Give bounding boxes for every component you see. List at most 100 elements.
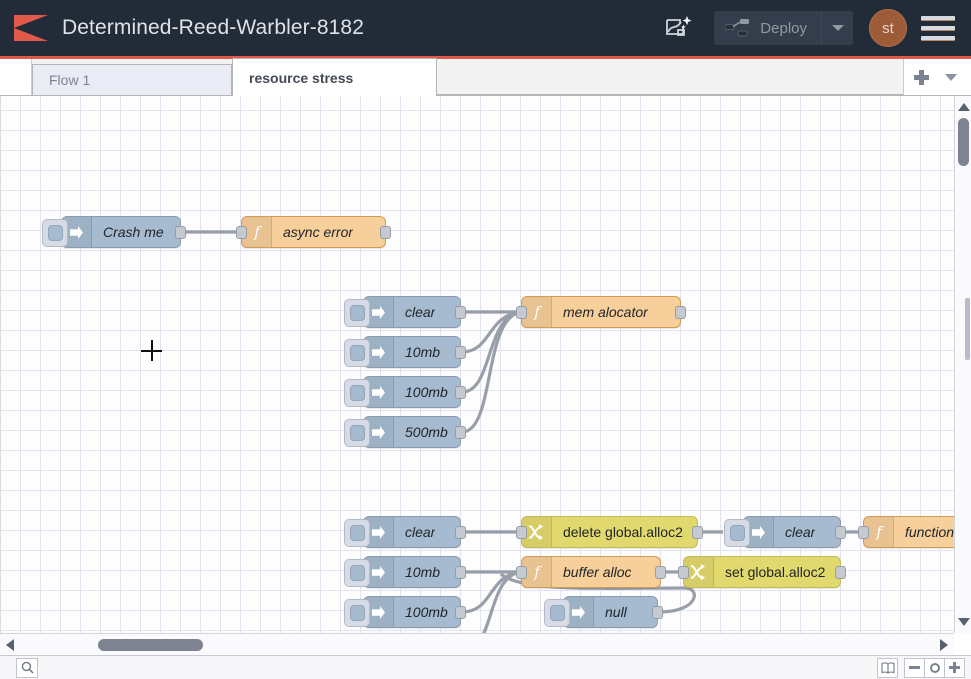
node-function-buffer-alloc[interactable]: f buffer alloc [521,556,661,588]
inject-trigger-button[interactable] [724,519,750,547]
input-port[interactable] [516,526,527,539]
deploy-label: Deploy [760,20,807,37]
node-label: async error [272,224,353,240]
app-header: Determined-Reed-Warbler-8182 Deploy [0,0,971,59]
node-function-mem-alocator[interactable]: f mem alocator [521,296,681,328]
tab-flow-1[interactable]: Flow 1 [32,64,232,95]
output-port[interactable] [175,226,186,239]
search-icon[interactable] [16,658,38,678]
node-label: 10mb [394,344,440,360]
navigator-map-icon[interactable] [877,658,898,678]
node-inject-crash-me[interactable]: Crash me [61,216,181,248]
node-label: clear [394,524,435,540]
flow-sparkle-icon[interactable] [656,7,700,49]
node-inject-10mb-1[interactable]: 10mb [363,336,461,368]
node-label: mem alocator [552,304,648,320]
deploy-nodes-icon [725,18,751,38]
inject-trigger-button[interactable] [344,419,370,447]
inject-trigger-button[interactable] [344,559,370,587]
node-inject-10mb-2[interactable]: 10mb [363,556,461,588]
output-port[interactable] [655,566,666,579]
avatar[interactable]: st [869,9,907,47]
inject-trigger-button[interactable] [42,219,68,247]
svg-text:f: f [533,563,542,581]
horizontal-scrollbar[interactable] [0,633,954,655]
node-inject-null[interactable]: null [563,596,658,628]
hamburger-menu-icon[interactable] [921,16,955,41]
flow-tab-bar: Flow 1 resource stress [0,59,971,96]
inject-trigger-button[interactable] [344,599,370,627]
output-port[interactable] [835,566,846,579]
header-actions: Deploy st [656,7,971,49]
output-port[interactable] [455,426,466,439]
vertical-scrollbar-thumb[interactable] [958,118,969,166]
output-port[interactable] [455,606,466,619]
tab-label: Flow 1 [49,72,90,88]
deploy-button[interactable]: Deploy [714,11,821,45]
node-inject-100mb-1[interactable]: 100mb [363,376,461,408]
node-inject-100mb-2[interactable]: 100mb [363,596,461,628]
node-inject-clear-3[interactable]: clear [743,516,841,548]
node-label: function [894,524,954,540]
input-port[interactable] [516,306,527,319]
node-function-async-error[interactable]: f async error [241,216,386,248]
svg-text:f: f [533,303,542,321]
status-bar [0,655,971,679]
output-port[interactable] [455,346,466,359]
node-label: clear [394,304,435,320]
input-port[interactable] [678,566,689,579]
tab-actions [903,59,971,95]
zoom-out-icon[interactable] [904,658,925,678]
output-port[interactable] [455,386,466,399]
chevron-down-icon [832,25,844,31]
node-inject-clear-2[interactable]: clear [363,516,461,548]
input-port[interactable] [236,226,247,239]
scroll-up-arrow-icon[interactable] [958,103,970,111]
add-flow-icon[interactable] [914,70,929,85]
node-change-delete-global-alloc2[interactable]: delete global.alloc2 [521,516,698,548]
node-label: 100mb [394,384,448,400]
output-port[interactable] [455,566,466,579]
input-port[interactable] [858,526,869,539]
inject-trigger-button[interactable] [344,519,370,547]
page-title: Determined-Reed-Warbler-8182 [62,16,364,40]
flow-canvas[interactable]: Crash me f async error clear 10mb [0,96,971,633]
output-port[interactable] [692,526,703,539]
node-label: 500mb [394,424,448,440]
inject-trigger-button[interactable] [544,599,570,627]
node-inject-500mb-1[interactable]: 500mb [363,416,461,448]
input-port[interactable] [516,566,527,579]
inject-trigger-button[interactable] [344,339,370,367]
output-port[interactable] [675,306,686,319]
deploy-button-group[interactable]: Deploy [714,11,853,45]
output-port[interactable] [380,226,391,239]
horizontal-scrollbar-thumb[interactable] [98,639,203,651]
zoom-controls [877,658,971,678]
scroll-right-arrow-icon[interactable] [940,639,948,651]
node-label: set global.alloc2 [714,564,825,580]
tab-resource-stress[interactable]: resource stress [232,58,437,96]
deploy-dropdown-toggle[interactable] [821,11,853,45]
output-port[interactable] [835,526,846,539]
node-label: 100mb [394,604,448,620]
node-red-logo [14,15,48,41]
scroll-down-arrow-icon[interactable] [958,618,970,626]
zoom-in-icon[interactable] [944,658,965,678]
vertical-scrollbar[interactable] [954,96,971,633]
node-change-set-global-alloc2[interactable]: set global.alloc2 [683,556,841,588]
output-port[interactable] [455,526,466,539]
brand: Determined-Reed-Warbler-8182 [14,15,364,41]
output-port[interactable] [652,606,663,619]
inject-trigger-button[interactable] [344,379,370,407]
chevron-down-icon[interactable] [945,74,957,81]
svg-text:f: f [875,523,884,541]
palette-resize-handle[interactable] [965,298,970,360]
output-port[interactable] [455,306,466,319]
node-layer[interactable]: Crash me f async error clear 10mb [1,96,971,633]
scroll-left-arrow-icon[interactable] [6,639,14,651]
svg-text:f: f [253,223,262,241]
crosshair-cursor [141,340,162,361]
inject-trigger-button[interactable] [344,299,370,327]
zoom-reset-icon[interactable] [924,658,945,678]
node-inject-clear-1[interactable]: clear [363,296,461,328]
